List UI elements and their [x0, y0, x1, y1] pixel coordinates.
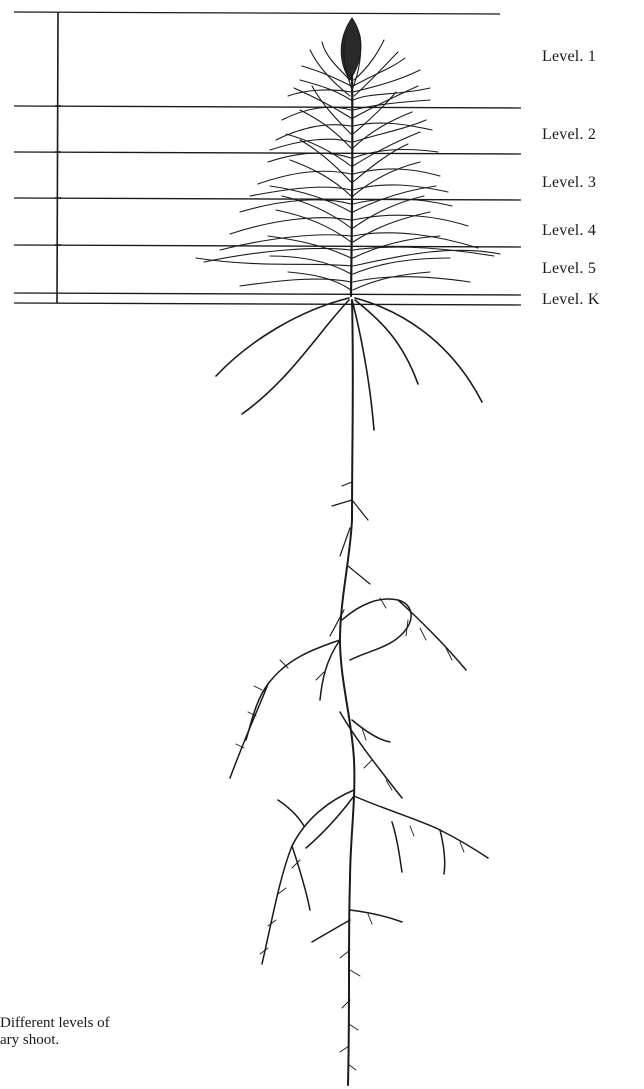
level-lines — [14, 12, 521, 305]
needles-level-2 — [270, 86, 432, 150]
scale-bar — [55, 12, 61, 303]
level-label-2: Level. 2 — [542, 126, 596, 144]
level-line-3-4 — [14, 198, 521, 200]
level-line-4-5 — [14, 245, 521, 247]
scale-bar-line — [57, 12, 58, 303]
needles-level-4 — [220, 186, 478, 250]
level-label-4: Level. 4 — [542, 222, 596, 240]
root-system — [230, 300, 488, 1085]
level-label-1: Level. 1 — [542, 48, 596, 66]
figure-caption-line-1: Different levels of — [0, 1015, 110, 1032]
level-label-k: Level. K — [542, 291, 600, 309]
level-line-2-3 — [14, 152, 521, 154]
taproot — [340, 300, 354, 1085]
level-line-top — [14, 12, 500, 14]
level-line-bottom — [14, 303, 521, 305]
level-label-3: Level. 3 — [542, 174, 596, 192]
shoot-stem — [351, 75, 352, 296]
level-line-1-2 — [14, 106, 521, 108]
needles-level-5 — [196, 236, 500, 290]
level-label-5: Level. 5 — [542, 260, 596, 278]
rootlets — [236, 598, 464, 1070]
cotyledons — [216, 298, 482, 430]
level-line-5-k — [14, 293, 521, 295]
shoot — [196, 18, 500, 430]
figure-caption-line-2: ary shoot. — [0, 1032, 59, 1049]
